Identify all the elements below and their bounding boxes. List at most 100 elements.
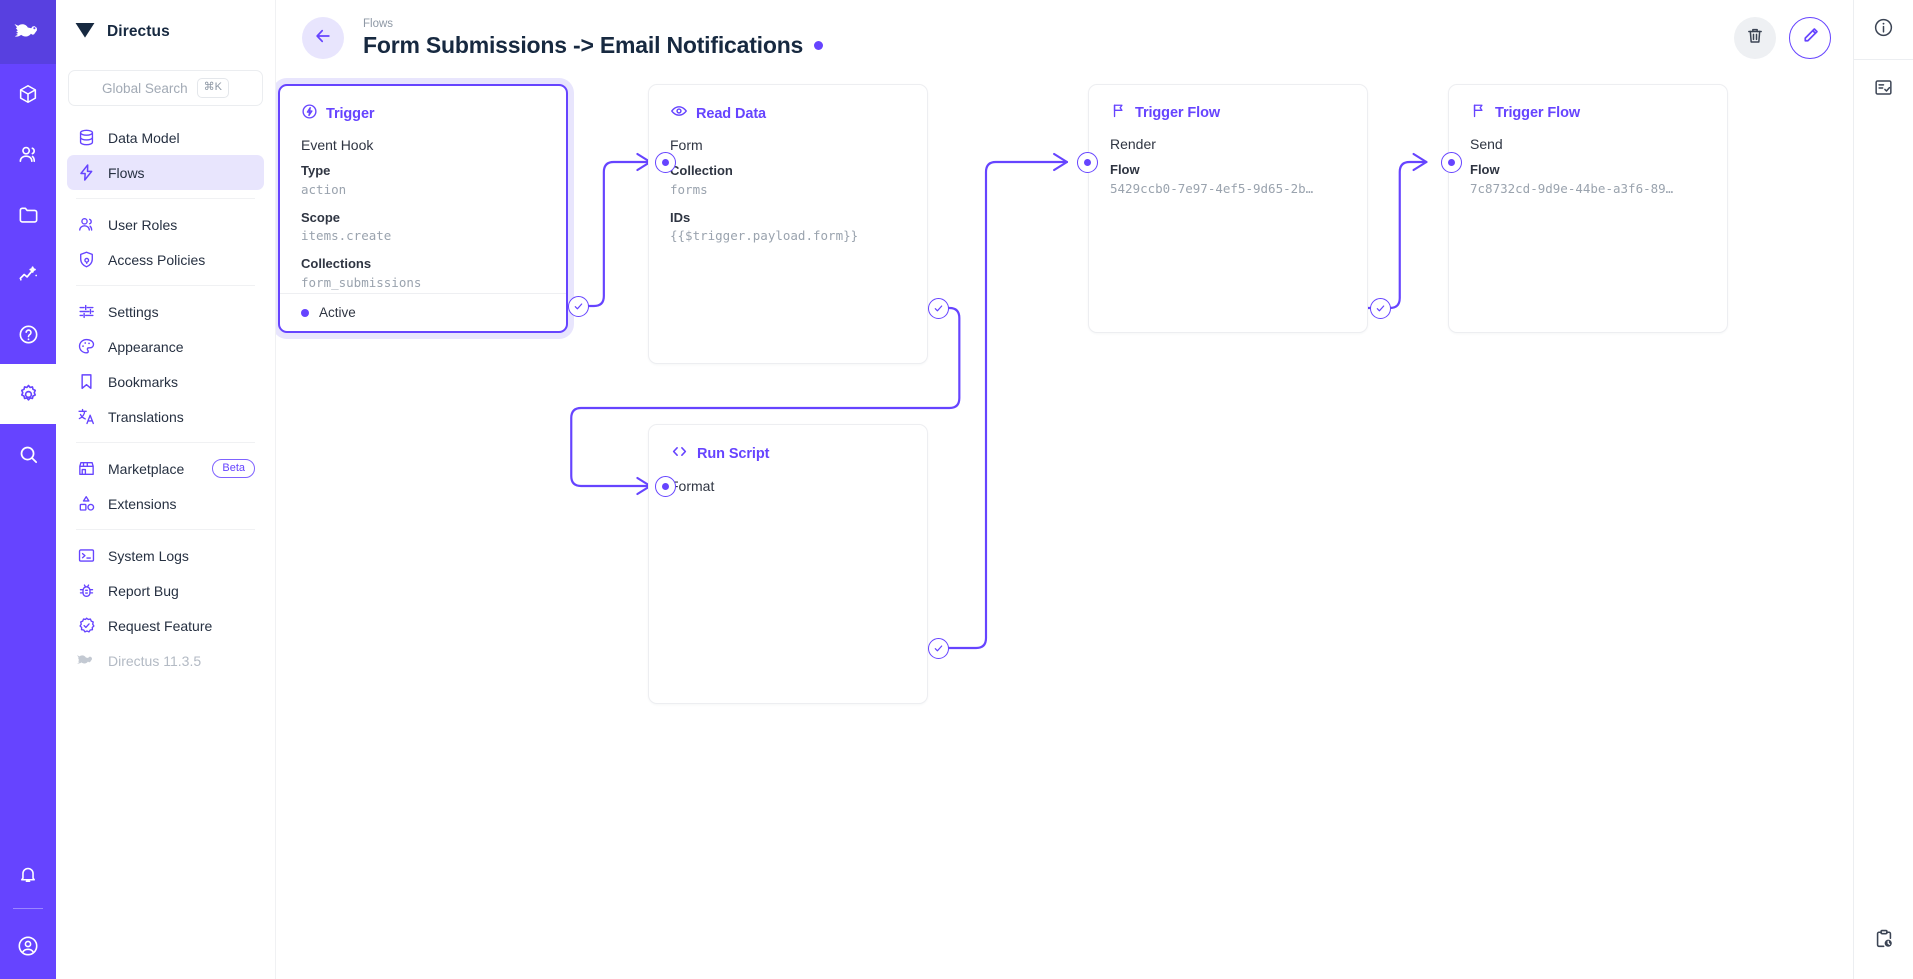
sidebar-nav: Data Model Flows User Roles Acc xyxy=(56,120,275,979)
port-trigger-resolve[interactable] xyxy=(568,296,589,317)
flow-node-read-data[interactable]: Read Data Form Collection forms IDs {{$t… xyxy=(648,84,928,364)
sidebar-divider xyxy=(76,198,255,199)
flow-operations-button[interactable] xyxy=(1854,60,1913,119)
port-run-script-input[interactable] xyxy=(655,476,676,497)
flow-node-trigger-flow-send[interactable]: Trigger Flow Send Flow 7c8732cd-9d9e-44b… xyxy=(1448,84,1728,333)
field-key: Type xyxy=(301,163,331,178)
sidebar-item-marketplace[interactable]: Marketplace Beta xyxy=(67,451,264,486)
sidebar-item-label: Data Model xyxy=(108,129,180,146)
bolt-icon xyxy=(76,163,96,183)
sidebar-item-access-policies[interactable]: Access Policies xyxy=(67,242,264,277)
sidebar-item-appearance[interactable]: Appearance xyxy=(67,329,264,364)
rail-item-content-module[interactable] xyxy=(0,64,56,124)
node-name-label: Format xyxy=(670,478,715,494)
sidebar-item-label: Access Policies xyxy=(108,251,206,268)
sidebar-item-extensions[interactable]: Extensions xyxy=(67,486,264,521)
users-icon xyxy=(76,215,96,235)
list-check-icon xyxy=(1873,77,1894,103)
rail-item-docs-module[interactable] xyxy=(0,304,56,364)
global-search-input[interactable]: Global Search ⌘K xyxy=(68,70,263,106)
sidebar-item-bookmarks[interactable]: Bookmarks xyxy=(67,364,264,399)
port-run-script-resolve[interactable] xyxy=(928,638,949,659)
rail-item-search-module[interactable] xyxy=(0,424,56,484)
info-circle-icon xyxy=(1873,17,1894,43)
sidebar-item-request-feature[interactable]: Request Feature xyxy=(67,608,264,643)
field-key: Scope xyxy=(301,209,341,225)
breadcrumb[interactable]: Flows xyxy=(363,17,394,30)
palette-icon xyxy=(76,337,96,357)
flow-node-trigger[interactable]: Trigger Event Hook Type action Scope ite… xyxy=(278,84,568,333)
port-trigger-flow-send-input[interactable] xyxy=(1441,152,1462,173)
port-trigger-flow-render-resolve[interactable] xyxy=(1370,298,1391,319)
eye-icon xyxy=(670,102,688,125)
port-read-data-input[interactable] xyxy=(655,152,676,173)
sidebar-item-settings[interactable]: Settings xyxy=(67,294,264,329)
module-sidebar: Directus Global Search ⌘K Data Model Flo… xyxy=(56,0,276,979)
sidebar-item-report-bug[interactable]: Report Bug xyxy=(67,573,264,608)
delete-flow-button[interactable] xyxy=(1734,17,1776,59)
status-badge: Active xyxy=(319,305,356,320)
sidebar-item-data-model[interactable]: Data Model xyxy=(67,120,264,155)
field-key: Collection xyxy=(670,163,733,178)
pencil-icon xyxy=(1800,25,1821,51)
flow-canvas[interactable]: Trigger Event Hook Type action Scope ite… xyxy=(276,76,1853,979)
port-trigger-flow-render-input[interactable] xyxy=(1077,152,1098,173)
node-kind-label: Trigger Flow xyxy=(1495,105,1581,121)
notifications-button[interactable] xyxy=(0,844,56,904)
flow-node-run-script[interactable]: Run Script Format xyxy=(648,424,928,704)
flow-info-button[interactable] xyxy=(1854,0,1913,59)
page-header: Flows Form Submissions -> Email Notifica… xyxy=(276,0,1853,76)
sidebar-item-system-logs[interactable]: System Logs xyxy=(67,538,264,573)
field-value: {{$trigger.payload.form}} xyxy=(670,228,859,244)
activity-log-button[interactable] xyxy=(1854,903,1913,979)
sidebar-item-label: Bookmarks xyxy=(108,373,179,390)
extensions-icon xyxy=(76,494,96,514)
rail-divider xyxy=(13,908,43,909)
arrow-left-icon xyxy=(313,26,333,51)
trigger-bolt-circle-icon xyxy=(301,103,318,125)
node-kind-label: Run Script xyxy=(697,446,770,462)
node-name-label: Render xyxy=(1110,136,1156,152)
flag-icon xyxy=(1110,102,1127,124)
rail-item-insights-module[interactable] xyxy=(0,244,56,304)
sidebar-item-translations[interactable]: Translations xyxy=(67,399,264,434)
field-value: 7c8732cd-9d9e-44be-a3f6-89… xyxy=(1470,180,1674,196)
rail-item-users-module[interactable] xyxy=(0,124,56,184)
feature-check-icon xyxy=(76,616,96,636)
node-kind-label: Trigger Flow xyxy=(1135,105,1221,121)
flag-icon xyxy=(1470,102,1487,124)
flow-node-trigger-flow-render[interactable]: Trigger Flow Render Flow 5429ccb0-7e97-4… xyxy=(1088,84,1368,333)
code-brackets-icon xyxy=(670,442,689,466)
edit-flow-button[interactable] xyxy=(1789,17,1831,59)
directus-mark-icon xyxy=(74,21,96,44)
global-search-placeholder: Global Search xyxy=(102,80,188,96)
sidebar-item-label: System Logs xyxy=(108,547,189,564)
rail-item-settings-module[interactable] xyxy=(0,364,56,424)
user-account-button[interactable] xyxy=(0,913,56,979)
rail-item-files-module[interactable] xyxy=(0,184,56,244)
sidebar-item-label: Flows xyxy=(108,164,145,181)
global-search-shortcut: ⌘K xyxy=(196,78,229,98)
marketplace-beta-badge: Beta xyxy=(212,458,255,479)
port-read-data-resolve[interactable] xyxy=(928,298,949,319)
clipboard-clock-icon xyxy=(1873,928,1895,955)
sidebar-item-flows[interactable]: Flows xyxy=(67,155,264,190)
back-button[interactable] xyxy=(302,17,344,59)
node-status-footer: Active xyxy=(280,293,566,331)
field-key: Collections xyxy=(301,256,372,272)
field-key: IDs xyxy=(670,209,691,225)
node-name-label: Event Hook xyxy=(301,137,374,153)
directus-rabbit-logo[interactable] xyxy=(0,0,56,64)
node-name-label: Form xyxy=(670,137,703,153)
sidebar-item-label: Report Bug xyxy=(108,582,179,599)
page-title: Form Submissions -> Email Notifications xyxy=(363,32,804,59)
database-icon xyxy=(76,128,96,148)
field-value: forms xyxy=(670,181,708,197)
module-rail xyxy=(0,0,56,979)
directus-rabbit-icon xyxy=(76,651,96,671)
sidebar-item-label: Marketplace xyxy=(108,460,185,477)
sidebar-item-user-roles[interactable]: User Roles xyxy=(67,207,264,242)
sidebar-item-label: Extensions xyxy=(108,495,177,512)
trash-icon xyxy=(1745,26,1765,51)
